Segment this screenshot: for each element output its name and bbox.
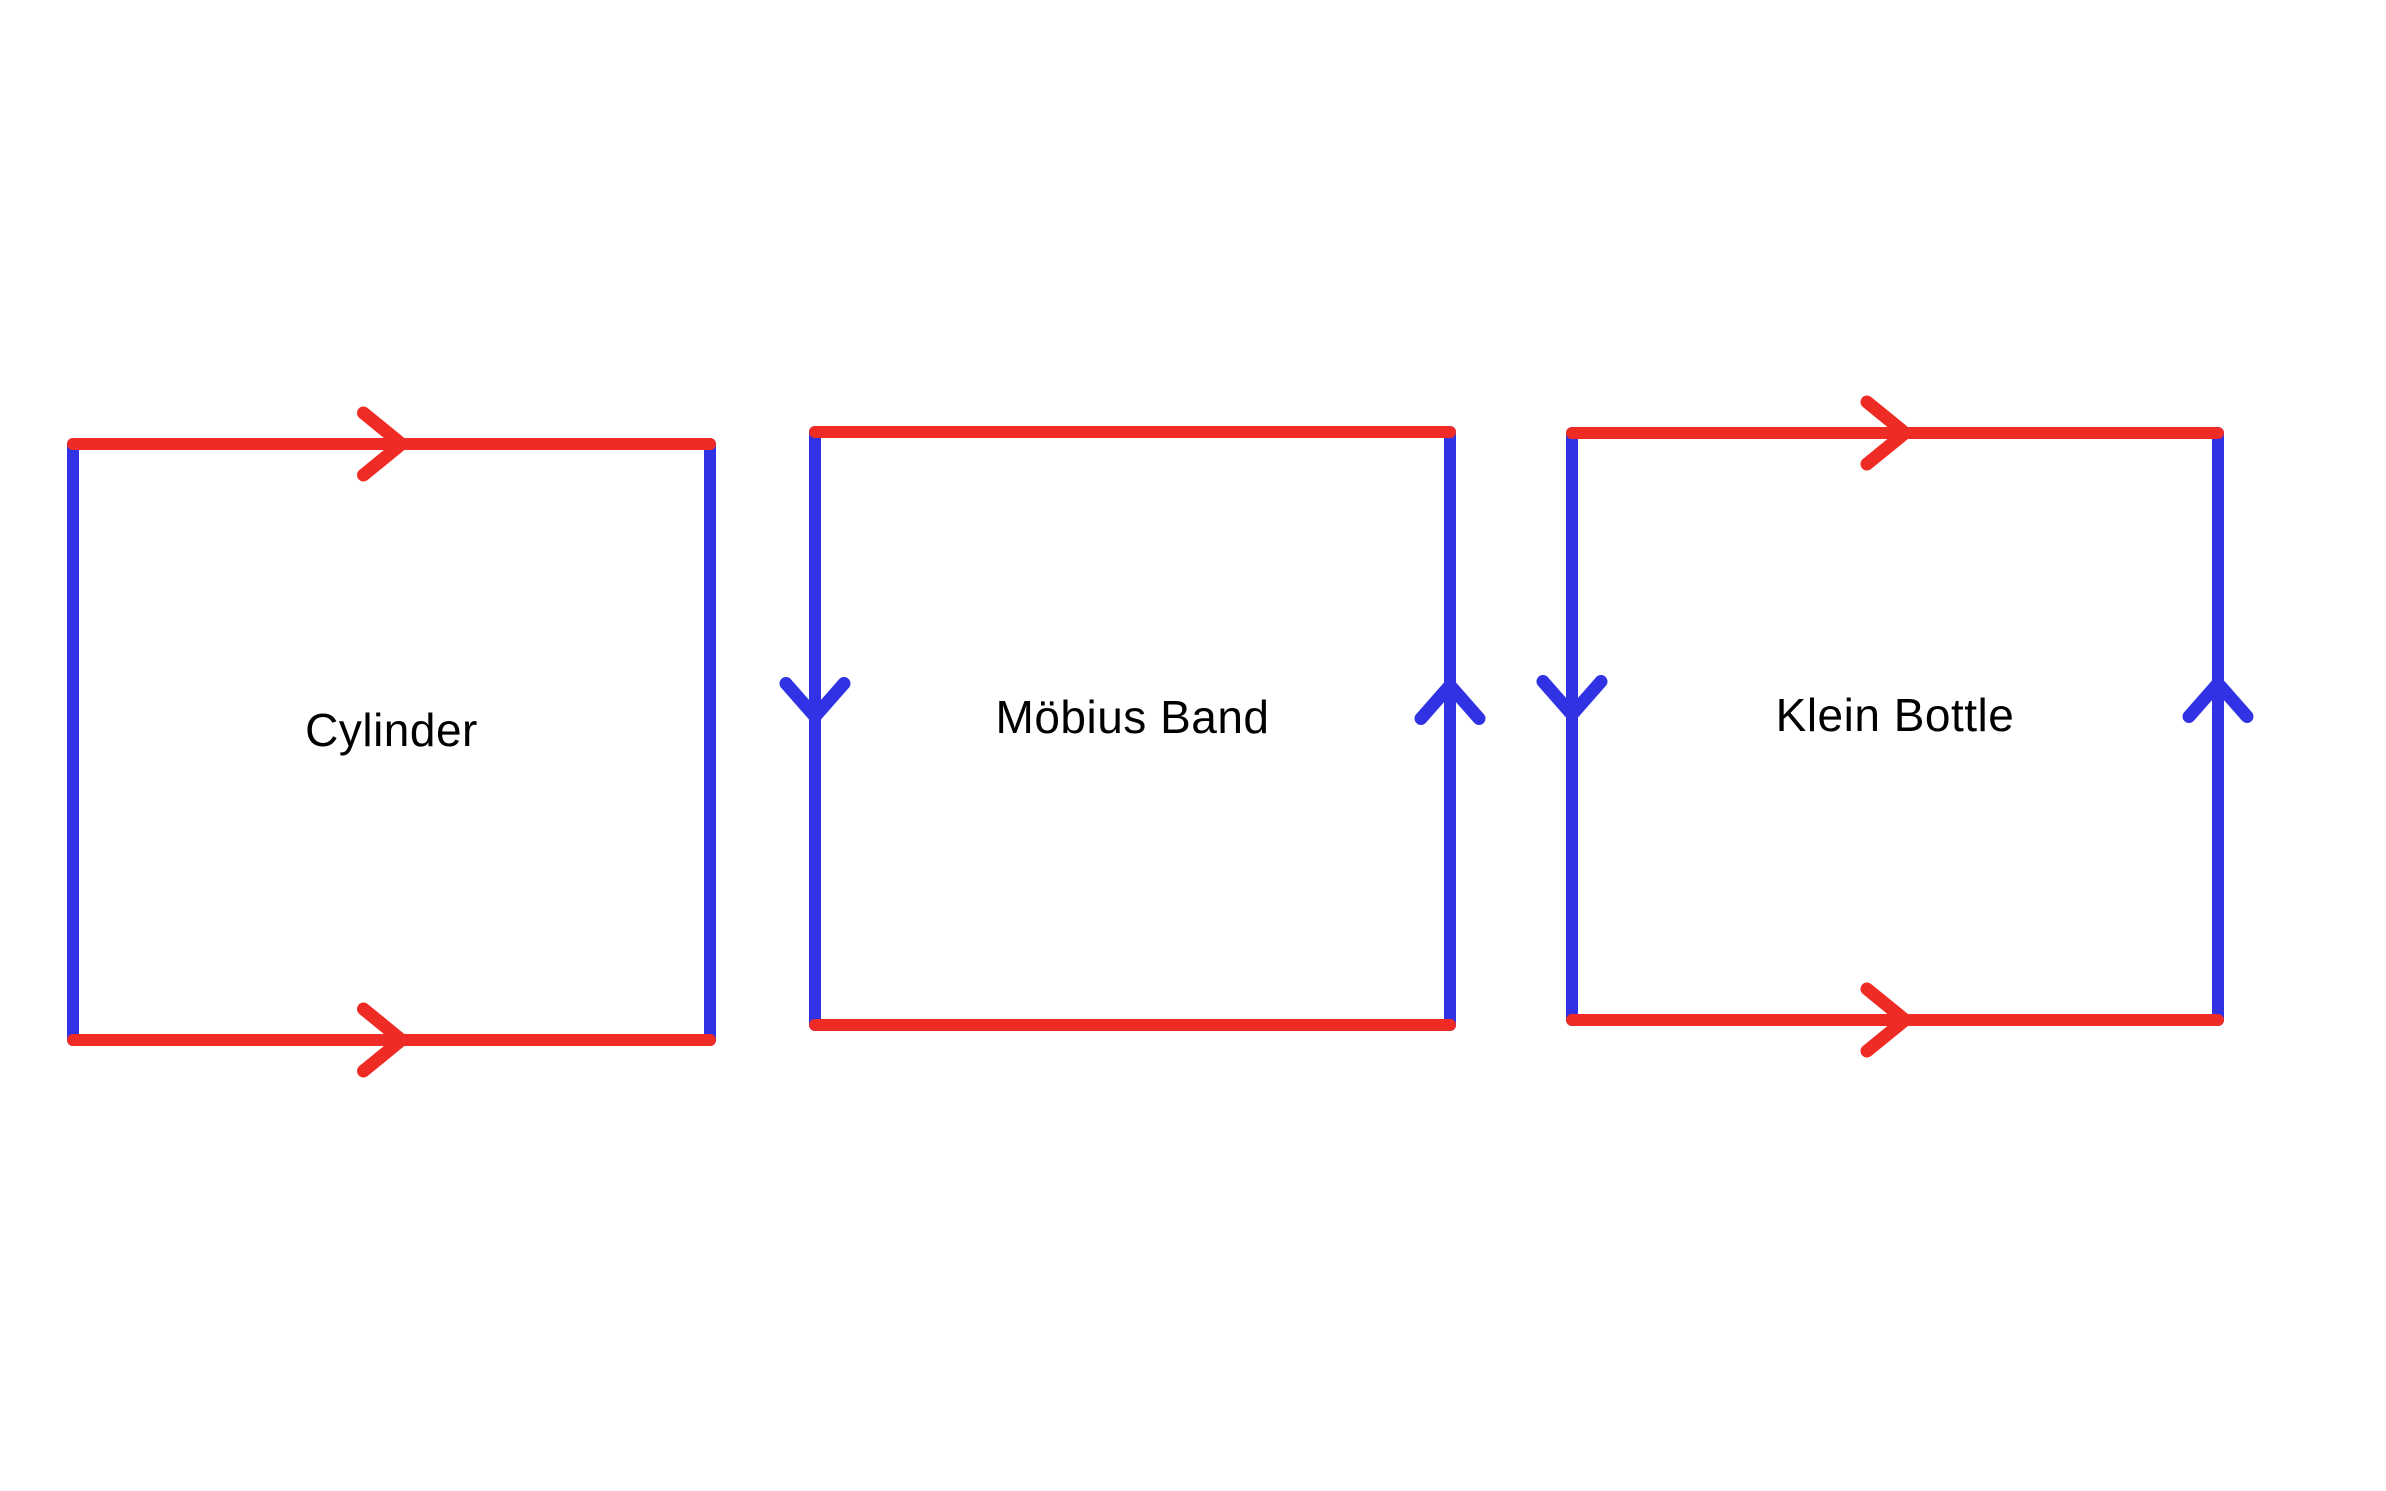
left-edge-down-arrow-icon: [1536, 675, 1608, 721]
right-edge-up-arrow-icon: [1414, 679, 1486, 725]
top-edge-right-arrow-icon: [357, 406, 408, 482]
bottom-edge-right-arrow-icon: [357, 1002, 408, 1078]
diagram-label: Cylinder: [305, 704, 478, 757]
diagram-label: Klein Bottle: [1775, 688, 2015, 741]
cylinder-fundamental-polygon: Cylinder: [67, 406, 716, 1078]
top-edge-right-arrow-icon: [1860, 395, 1912, 471]
mobius-band-fundamental-polygon: Möbius Band: [779, 426, 1486, 1031]
right-edge-up-arrow-icon: [2182, 677, 2254, 723]
diagram-label: Möbius Band: [995, 690, 1270, 743]
klein-bottle-fundamental-polygon: Klein Bottle: [1536, 395, 2254, 1058]
left-edge-down-arrow-icon: [779, 677, 851, 723]
bottom-edge-right-arrow-icon: [1860, 982, 1912, 1058]
